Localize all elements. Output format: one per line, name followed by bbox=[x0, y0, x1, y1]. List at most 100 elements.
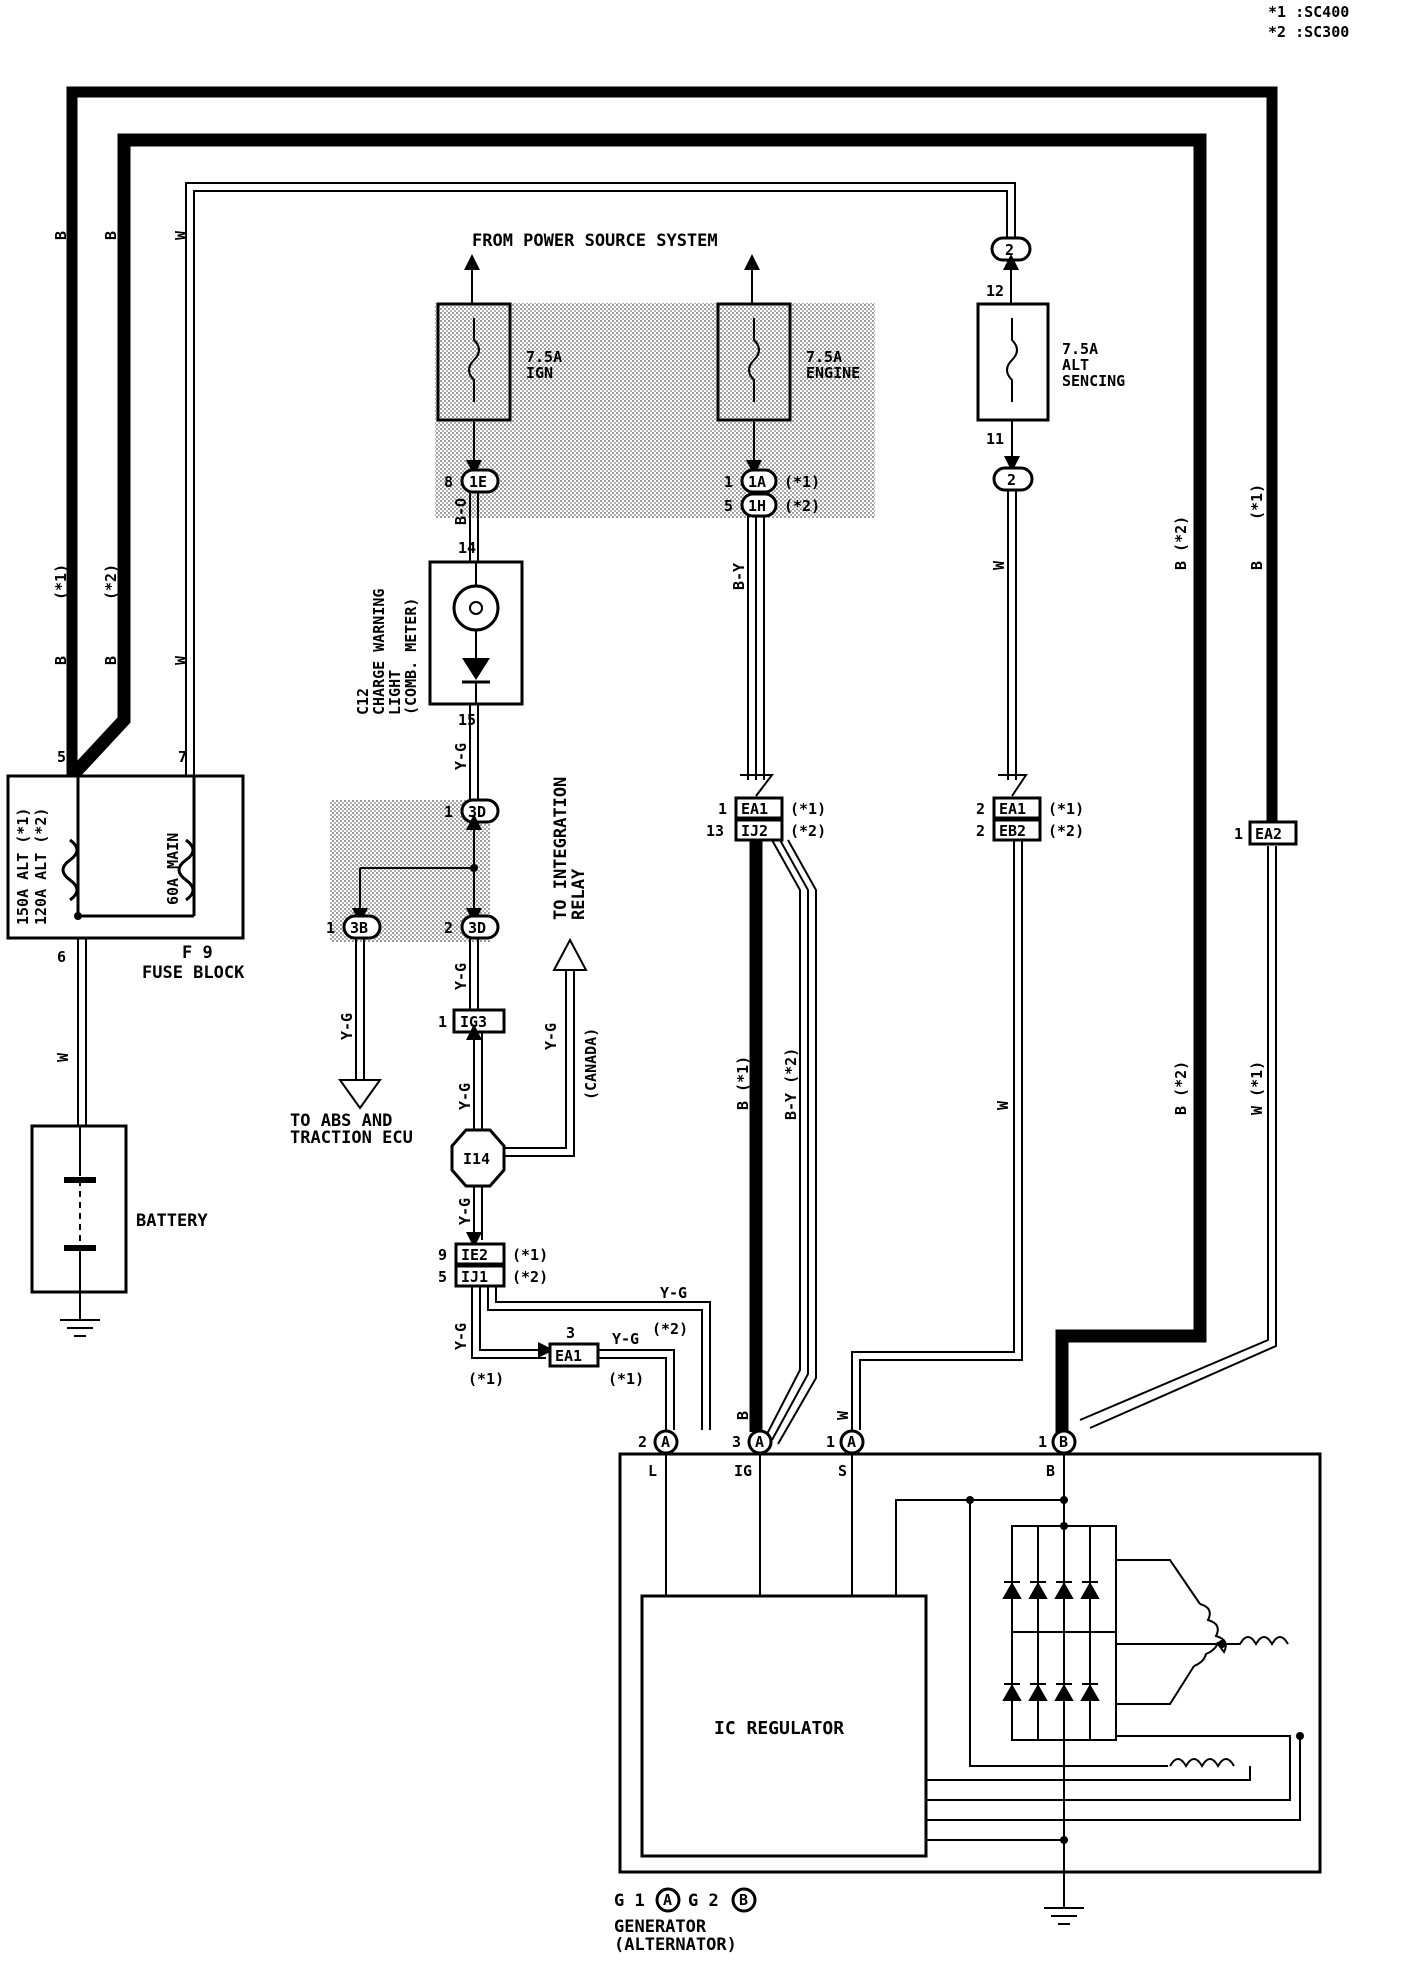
svg-text:W: W bbox=[172, 655, 190, 665]
svg-text:S: S bbox=[838, 1462, 847, 1480]
svg-text:W: W bbox=[834, 1410, 852, 1420]
junction-i14 bbox=[450, 1128, 506, 1188]
svg-text:B: B bbox=[1059, 1433, 1068, 1451]
to-relay-label-1: TO INTEGRATION bbox=[551, 777, 571, 920]
field-coil-icon bbox=[1169, 1758, 1235, 1769]
svg-text:LIGHT: LIGHT bbox=[386, 670, 404, 715]
svg-text:IE2: IE2 bbox=[461, 1246, 488, 1264]
svg-text:W (*1): W (*1) bbox=[1248, 1061, 1266, 1115]
svg-text:CHARGE WARNING: CHARGE WARNING bbox=[370, 589, 388, 715]
svg-text:G 1: G 1 bbox=[614, 1891, 645, 1911]
svg-text:1: 1 bbox=[718, 800, 727, 818]
svg-text:SENCING: SENCING bbox=[1062, 372, 1125, 390]
svg-text:B: B bbox=[52, 656, 70, 665]
svg-text:Y-G: Y-G bbox=[452, 743, 470, 770]
svg-text:EA1: EA1 bbox=[999, 800, 1026, 818]
svg-text:(*1): (*1) bbox=[512, 1246, 548, 1264]
power-source-label: FROM POWER SOURCE SYSTEM bbox=[472, 231, 718, 251]
svg-text:1H: 1H bbox=[748, 497, 766, 515]
svg-text:1: 1 bbox=[444, 803, 453, 821]
connector-1h bbox=[740, 492, 778, 518]
svg-text:IGN: IGN bbox=[526, 364, 553, 382]
battery-label: BATTERY bbox=[136, 1211, 208, 1231]
svg-text:(COMB. METER): (COMB. METER) bbox=[402, 598, 420, 715]
wire-b-sc400-lower-a bbox=[1079, 846, 1269, 1421]
svg-text:(*2): (*2) bbox=[652, 1320, 688, 1338]
svg-text:1: 1 bbox=[326, 919, 335, 937]
svg-text:8: 8 bbox=[444, 473, 453, 491]
svg-text:Y-G: Y-G bbox=[612, 1330, 639, 1348]
svg-text:5: 5 bbox=[438, 1268, 447, 1286]
connector-1e bbox=[460, 468, 500, 494]
connector-ea2 bbox=[1248, 820, 1298, 846]
fuse-alt-sensing-icon bbox=[1006, 318, 1018, 402]
svg-text:(*1): (*1) bbox=[468, 1370, 504, 1388]
svg-text:11: 11 bbox=[986, 430, 1004, 448]
svg-text:Y-G: Y-G bbox=[338, 1013, 356, 1040]
fuse-main-link-icon bbox=[177, 838, 195, 902]
diode-icon-2 bbox=[1028, 1581, 1048, 1599]
svg-text:EB2: EB2 bbox=[999, 822, 1026, 840]
svg-text:B (*2): B (*2) bbox=[1172, 1061, 1190, 1115]
ground-icon bbox=[60, 1319, 100, 1337]
diode-icon-5 bbox=[1002, 1683, 1022, 1701]
diode-icon-8 bbox=[1080, 1683, 1100, 1701]
connector-3d-bottom bbox=[460, 914, 500, 940]
svg-text:7.5A: 7.5A bbox=[1062, 340, 1098, 358]
svg-text:B: B bbox=[734, 1411, 752, 1420]
svg-text:B-Y (*2): B-Y (*2) bbox=[782, 1048, 800, 1120]
connector-ie2 bbox=[454, 1242, 506, 1266]
to-abs-label-1: TO ABS AND bbox=[290, 1111, 392, 1131]
svg-text:IJ1: IJ1 bbox=[461, 1268, 488, 1286]
svg-text:EA1: EA1 bbox=[555, 1347, 582, 1365]
svg-text:A: A bbox=[663, 1891, 672, 1909]
fuse-alt-label-1: 150A ALT (*1) bbox=[14, 808, 32, 925]
svg-text:B-Y: B-Y bbox=[730, 563, 748, 590]
svg-text:W: W bbox=[54, 1052, 72, 1062]
svg-text:1: 1 bbox=[724, 473, 733, 491]
svg-text:3: 3 bbox=[732, 1433, 741, 1451]
fuse-block-id: F 9 bbox=[182, 943, 213, 963]
svg-text:9: 9 bbox=[438, 1246, 447, 1264]
svg-text:(*2): (*2) bbox=[102, 564, 120, 600]
svg-text:15: 15 bbox=[458, 711, 476, 729]
svg-text:2: 2 bbox=[1005, 241, 1014, 259]
svg-text:1E: 1E bbox=[469, 473, 487, 491]
svg-text:6: 6 bbox=[57, 948, 66, 966]
svg-text:W: W bbox=[172, 230, 190, 240]
wire-w-sensing-a bbox=[185, 182, 1016, 776]
svg-text:C12: C12 bbox=[354, 688, 372, 715]
ic-regulator bbox=[640, 1594, 928, 1858]
connector-2-bottom bbox=[992, 466, 1034, 492]
wire-b-sc400-outer bbox=[66, 86, 1278, 822]
legend-sc400: *1 :SC400 bbox=[1268, 3, 1349, 21]
svg-text:IG: IG bbox=[734, 1462, 752, 1480]
connector-eb2 bbox=[992, 818, 1042, 842]
fuse-main-label: 60A MAIN bbox=[164, 833, 182, 905]
svg-text:B: B bbox=[1248, 561, 1266, 570]
diode-icon-7 bbox=[1054, 1683, 1074, 1701]
svg-text:B-O: B-O bbox=[452, 498, 470, 525]
diode-icon-1 bbox=[1002, 1581, 1022, 1599]
arrow-to-relay-icon bbox=[552, 937, 588, 971]
connector-ea1-lower bbox=[548, 1342, 600, 1368]
svg-text:B: B bbox=[1046, 1462, 1055, 1480]
svg-text:W: W bbox=[990, 560, 1008, 570]
diode-icon bbox=[462, 658, 490, 680]
wire-b-sc400-lower-b bbox=[1089, 846, 1277, 1429]
svg-text:7: 7 bbox=[178, 748, 187, 766]
svg-text:Y-G: Y-G bbox=[452, 963, 470, 990]
ground-icon-generator bbox=[1044, 1907, 1084, 1925]
svg-text:Y-G: Y-G bbox=[660, 1284, 687, 1302]
svg-text:1: 1 bbox=[1038, 1433, 1047, 1451]
fuse-alt-link-icon bbox=[61, 838, 79, 902]
to-relay-label-2: RELAY bbox=[569, 868, 589, 920]
fuse-ign-icon bbox=[468, 318, 480, 402]
svg-text:3B: 3B bbox=[350, 919, 368, 937]
to-abs-label-2: TRACTION ECU bbox=[290, 1128, 413, 1148]
stator-coil-icon bbox=[1116, 1559, 1289, 1705]
fuse-block-name: FUSE BLOCK bbox=[142, 963, 245, 983]
svg-text:5: 5 bbox=[57, 748, 66, 766]
svg-text:B: B bbox=[739, 1891, 748, 1909]
